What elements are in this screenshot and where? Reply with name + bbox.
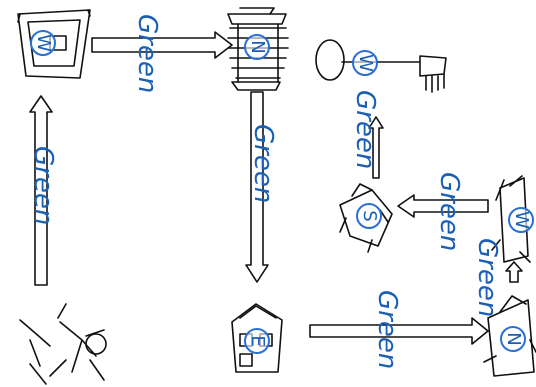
direction-letter: N — [504, 332, 522, 345]
direction-letter: W — [356, 54, 374, 72]
direction-letter: E — [248, 335, 266, 346]
direction-letter: S — [360, 210, 378, 221]
edge-label-armchair-flag: Green — [352, 90, 378, 169]
direction-letter: W — [34, 34, 52, 52]
edge-label-walker-frame: Green — [30, 146, 56, 225]
edge-arrow-frame-tower — [92, 32, 232, 58]
edge-arrow-boat-bench — [506, 262, 522, 282]
edge-label-frame-tower: Green — [134, 14, 160, 93]
direction-letter: W — [512, 211, 530, 229]
direction-badge-tower: N — [244, 34, 270, 60]
walking-man-icon — [20, 304, 106, 384]
edge-label-house-boat: Green — [374, 290, 400, 369]
flag-key-icon — [316, 40, 446, 92]
direction-badge-armchair: S — [356, 203, 382, 229]
direction-badge-flag: W — [352, 50, 378, 76]
direction-badge-boat: N — [500, 326, 526, 352]
edge-label-boat-bench: Green — [474, 238, 500, 317]
direction-badge-frame: W — [30, 30, 56, 56]
edge-label-bench-armchair: Green — [436, 172, 462, 251]
direction-badge-house: E — [244, 328, 270, 354]
direction-badge-bench: W — [508, 207, 534, 233]
direction-letter: N — [248, 40, 266, 53]
edge-label-tower-house: Green — [250, 124, 276, 203]
